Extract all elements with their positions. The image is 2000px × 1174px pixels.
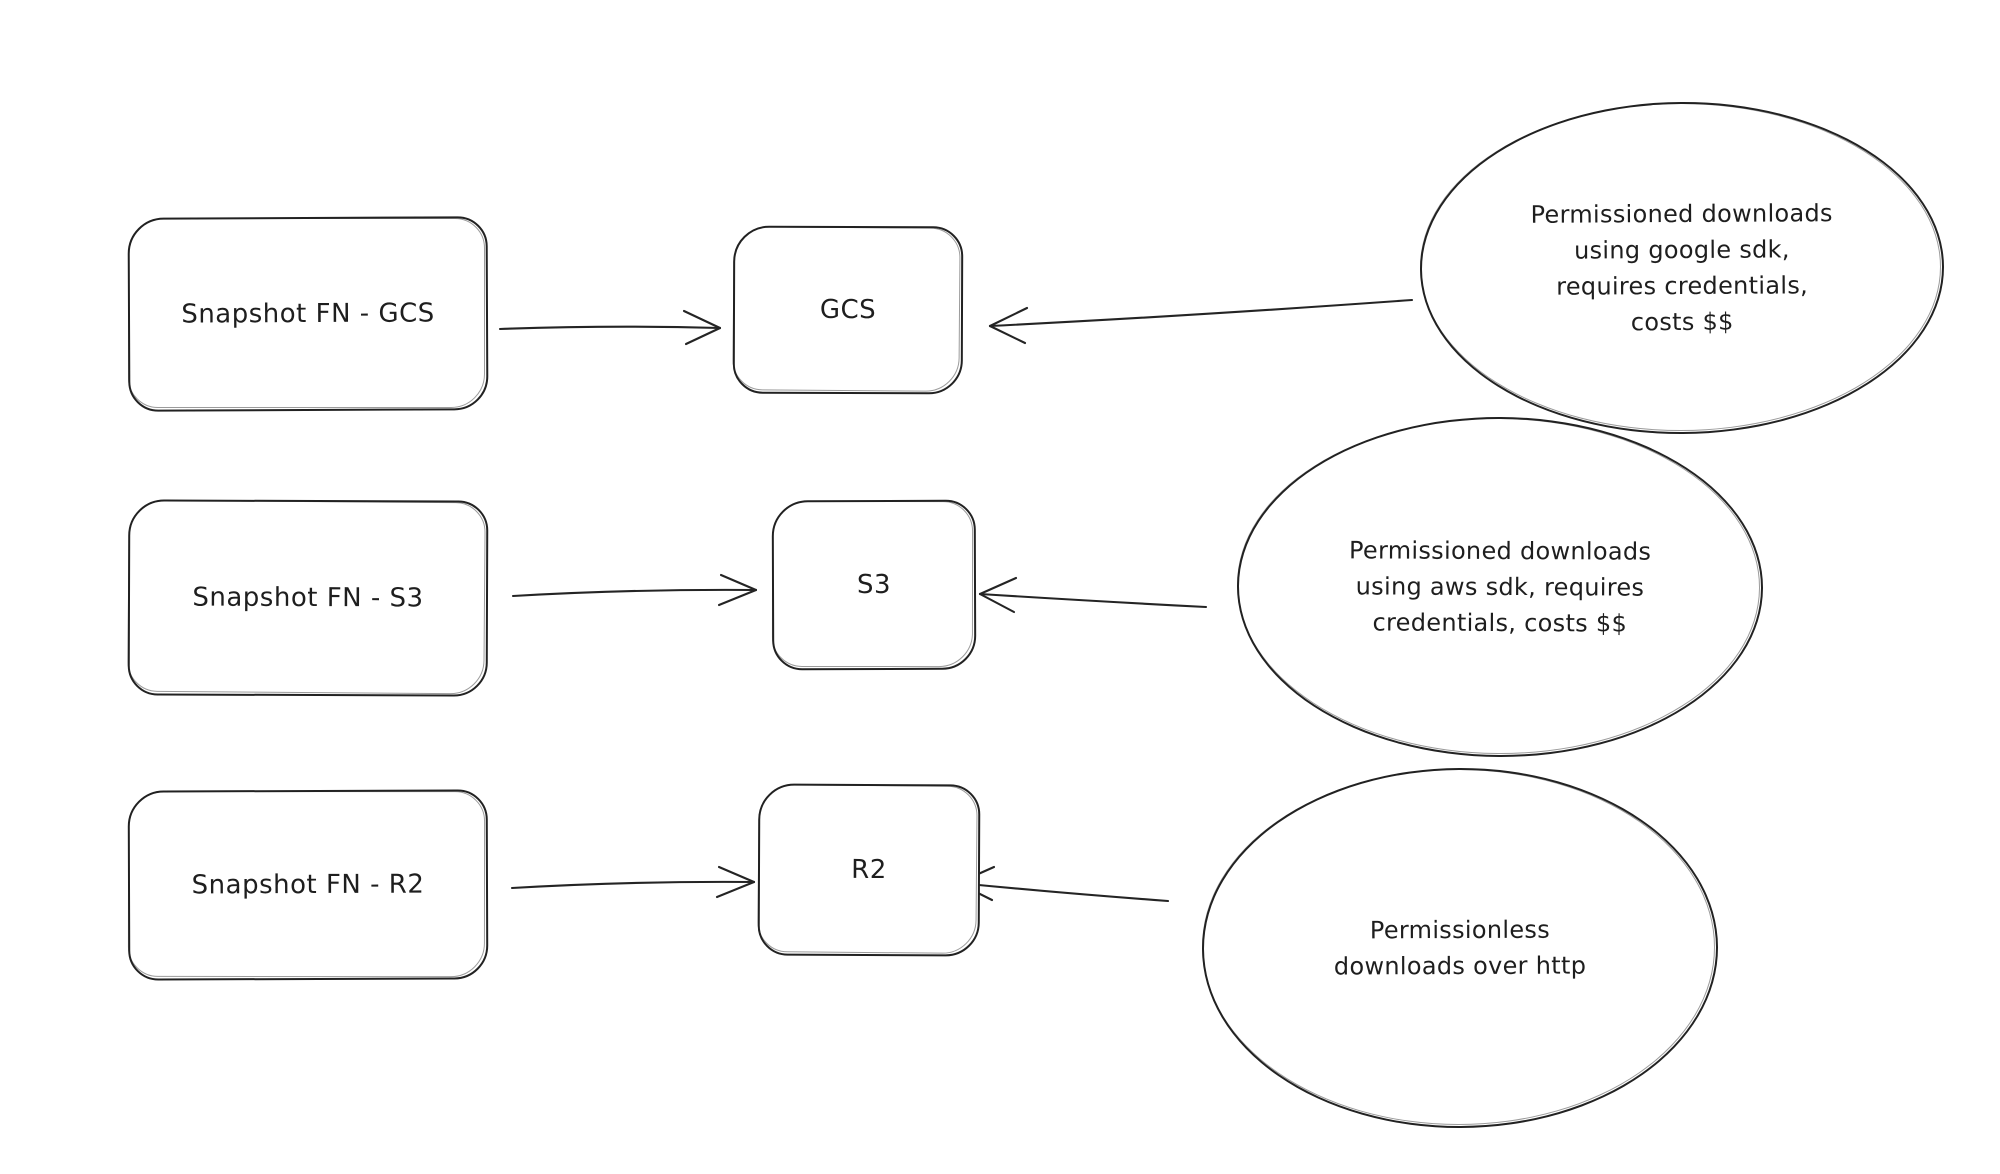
note-line: using google sdk,: [1573, 235, 1790, 265]
arrow-note-to-r2[interactable]: [956, 865, 1170, 903]
node-label: Snapshot FN - GCS: [181, 298, 435, 330]
node-snapshot-fn-gcs[interactable]: Snapshot FN - GCS: [127, 216, 489, 412]
note-text: Permissionless downloads over http: [1290, 911, 1631, 984]
node-r2[interactable]: R2: [757, 783, 981, 957]
node-label: Snapshot FN - S3: [192, 582, 424, 614]
arrow-note-to-s3[interactable]: [978, 576, 1208, 614]
note-line: using aws sdk, requires: [1355, 572, 1645, 602]
arrow-snapshot-fn-r2-to-r2[interactable]: [510, 865, 756, 899]
note-line: Permissioned downloads: [1348, 536, 1652, 566]
node-label: Snapshot FN - R2: [191, 869, 425, 901]
arrow-note-to-gcs[interactable]: [988, 298, 1414, 345]
note-line: credentials, costs $$: [1372, 608, 1628, 638]
note-ellipse-gcs[interactable]: Permissioned downloads using google sdk,…: [1419, 100, 1945, 436]
arrow-snapshot-fn-s3-to-s3[interactable]: [511, 573, 758, 607]
node-snapshot-fn-r2[interactable]: Snapshot FN - R2: [127, 789, 489, 981]
note-line: Permissionless: [1369, 915, 1551, 945]
note-line: costs $$: [1630, 307, 1734, 337]
arrow-snapshot-fn-gcs-to-gcs[interactable]: [498, 309, 722, 346]
node-label: R2: [851, 854, 887, 886]
node-label: GCS: [819, 294, 877, 326]
note-ellipse-r2[interactable]: Permissionless downloads over http: [1201, 767, 1719, 1129]
node-label: S3: [856, 569, 892, 601]
node-s3[interactable]: S3: [771, 499, 977, 671]
note-line: Permissioned downloads: [1530, 199, 1833, 229]
note-text: Permissioned downloads using aws sdk, re…: [1305, 532, 1696, 642]
note-text: Permissioned downloads using google sdk,…: [1487, 195, 1878, 341]
node-gcs[interactable]: GCS: [732, 225, 964, 395]
note-ellipse-s3[interactable]: Permissioned downloads using aws sdk, re…: [1236, 415, 1764, 759]
note-line: requires credentials,: [1556, 271, 1809, 301]
note-line: downloads over http: [1333, 951, 1587, 981]
node-snapshot-fn-s3[interactable]: Snapshot FN - S3: [127, 499, 489, 697]
